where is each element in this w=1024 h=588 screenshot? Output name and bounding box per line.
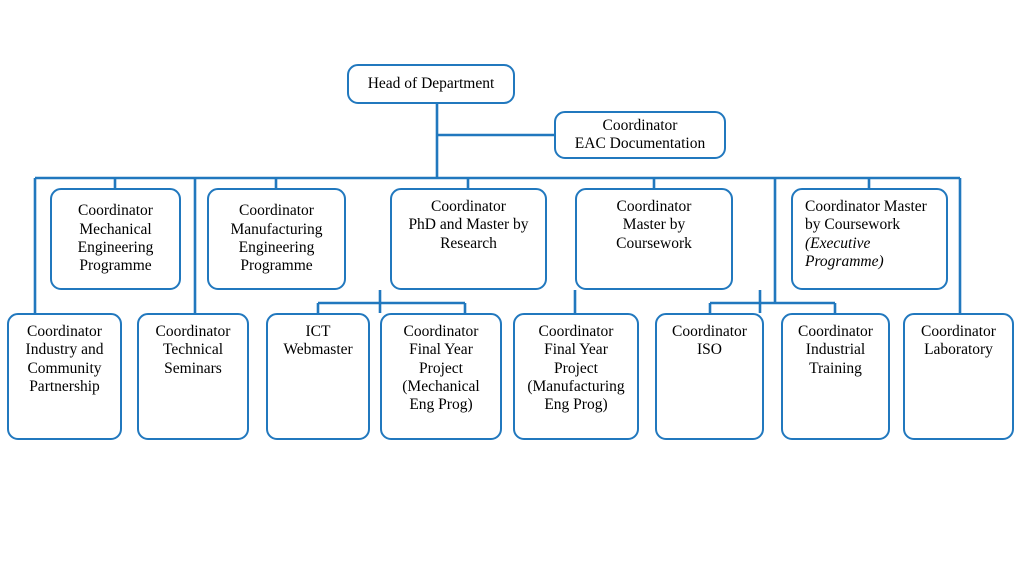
node-label: Coordinator Final Year Project (Manufact… <box>527 323 625 414</box>
node-coordinator-master-by-coursework[interactable]: Coordinator Master by Coursework <box>575 188 733 290</box>
node-ict-webmaster[interactable]: ICT Webmaster <box>266 313 370 440</box>
node-coordinator-manufacturing-engineering-programme[interactable]: Coordinator Manufacturing Engineering Pr… <box>207 188 346 290</box>
node-label: Coordinator Technical Seminars <box>155 323 231 377</box>
node-coordinator-final-year-project-manufacturing[interactable]: Coordinator Final Year Project (Manufact… <box>513 313 639 440</box>
node-label: Coordinator Mechanical Engineering Progr… <box>77 202 154 275</box>
exec-line-4: Programme) <box>805 252 884 270</box>
node-label: Coordinator Industry and Community Partn… <box>25 323 104 395</box>
node-coordinator-laboratory[interactable]: Coordinator Laboratory <box>903 313 1014 440</box>
node-coordinator-mechanical-engineering-programme[interactable]: Coordinator Mechanical Engineering Progr… <box>50 188 181 290</box>
node-label: Coordinator PhD and Master by Research <box>408 198 529 252</box>
node-coordinator-technical-seminars[interactable]: Coordinator Technical Seminars <box>137 313 249 440</box>
exec-line-2: by Coursework <box>805 216 901 234</box>
exec-line-1: Coordinator Master <box>805 198 927 215</box>
node-label: Coordinator Manufacturing Engineering Pr… <box>230 202 323 275</box>
node-label: Coordinator Final Year Project (Mechanic… <box>402 323 480 414</box>
node-label: Coordinator Industrial Training <box>798 323 873 377</box>
node-label: Coordinator Laboratory <box>921 323 996 359</box>
node-coordinator-industry-and-community-partnership[interactable]: Coordinator Industry and Community Partn… <box>7 313 122 440</box>
node-label: Coordinator EAC Documentation <box>574 116 706 152</box>
node-coordinator-phd-and-master-by-research[interactable]: Coordinator PhD and Master by Research <box>390 188 547 290</box>
node-coordinator-iso[interactable]: Coordinator ISO <box>655 313 764 440</box>
node-label: ICT Webmaster <box>283 323 353 359</box>
node-coordinator-final-year-project-mechanical[interactable]: Coordinator Final Year Project (Mechanic… <box>380 313 502 440</box>
node-label: Head of Department <box>367 74 495 92</box>
node-label: Coordinator Master by Coursework <box>616 198 692 252</box>
exec-line-3: (Executive <box>805 234 871 252</box>
node-head-of-department[interactable]: Head of Department <box>347 64 515 104</box>
node-coordinator-industrial-training[interactable]: Coordinator Industrial Training <box>781 313 890 440</box>
node-label: Coordinator ISO <box>672 323 747 359</box>
node-coordinator-eac-documentation[interactable]: Coordinator EAC Documentation <box>554 111 726 159</box>
